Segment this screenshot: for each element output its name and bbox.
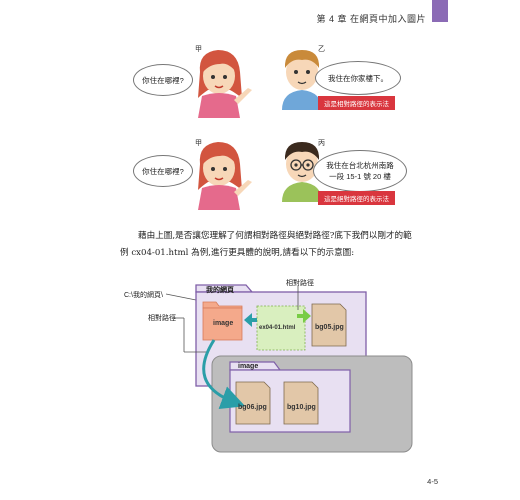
speaker-bing: 丙 bbox=[318, 140, 325, 147]
question-bubble-1: 你住在哪裡? bbox=[133, 64, 193, 96]
relative-path-label-left: 相對路徑 bbox=[148, 315, 176, 322]
girl-figure-1 bbox=[198, 50, 252, 118]
bg10-file-label: bg10.jpg bbox=[287, 404, 316, 411]
answer-text-1: 我住在你家樓下。 bbox=[328, 73, 388, 83]
speaker-jia-2: 甲 bbox=[195, 140, 202, 147]
page-number: 4-5 bbox=[427, 477, 438, 486]
image-folder-icon-label: image bbox=[213, 320, 234, 327]
question-bubble-2: 你住在哪裡? bbox=[133, 155, 193, 187]
bg06-file-label: bg06.jpg bbox=[238, 404, 267, 411]
relative-path-label-top: 相對路徑 bbox=[286, 280, 314, 287]
answer-bubble-2: 我住在台北杭州南路 一段 15-1 號 20 樓 bbox=[313, 150, 407, 192]
path-label: C:\我的網頁\ bbox=[124, 292, 163, 299]
answer-bubble-1: 我住在你家樓下。 bbox=[315, 61, 401, 95]
sub-folder-label: image bbox=[238, 363, 259, 370]
bg05-file-label: bg05.jpg bbox=[315, 324, 344, 331]
boy-figure-bing bbox=[282, 142, 322, 202]
speaker-yi: 乙 bbox=[318, 46, 325, 53]
relative-path-note: 這是相對路徑的表示法 bbox=[318, 96, 395, 110]
html-file-label: ex04-01.html bbox=[259, 325, 296, 331]
main-folder-label: 我的網頁 bbox=[206, 287, 234, 294]
chapter-tab bbox=[432, 0, 448, 22]
absolute-path-note: 這是絕對路徑的表示法 bbox=[318, 191, 395, 205]
chapter-title: 第 4 章 在網頁中加入圖片 bbox=[316, 14, 426, 24]
answer-text-2-line2: 一段 15-1 號 20 樓 bbox=[329, 172, 391, 181]
answer-text-2-line1: 我住在台北杭州南路 bbox=[326, 161, 394, 170]
paragraph-line-2: 例 cx04-01.html 為例,進行更具體的說明,請看以下的示意圖: bbox=[120, 248, 355, 258]
speaker-jia-1: 甲 bbox=[195, 46, 202, 53]
girl-figure-2 bbox=[198, 142, 252, 210]
question-text-2: 你住在哪裡? bbox=[142, 166, 184, 176]
paragraph-line-1: 藉由上圖,是否讓您理解了何謂相對路徑與絕對路徑?底下我們以剛才的範 bbox=[138, 231, 412, 241]
boy-figure-yi bbox=[282, 50, 322, 110]
question-text-1: 你住在哪裡? bbox=[142, 75, 184, 85]
